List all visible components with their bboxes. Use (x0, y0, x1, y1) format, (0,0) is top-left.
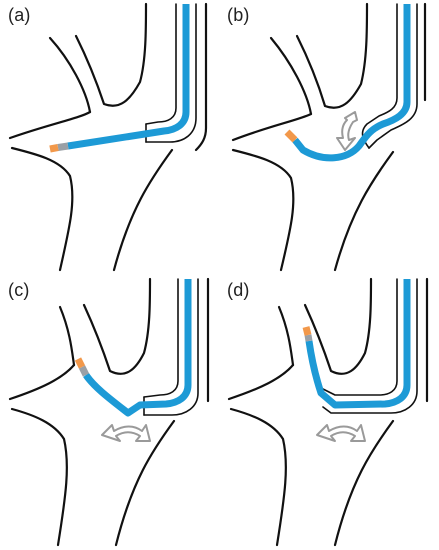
vessel-wall-left-branch-outer (269, 36, 313, 116)
vessel-wall-right-lower (114, 419, 176, 547)
sheath-outer-wall (368, 3, 418, 149)
vessel-wall-left-branch-outer (48, 36, 92, 114)
vessel-wall-lower (10, 146, 74, 272)
vessel-wall-left-branch-outer (277, 305, 295, 367)
panel-a-diagram (8, 2, 208, 272)
guide-sheath (322, 278, 418, 414)
vessel-wall-upper-left (303, 277, 373, 375)
vessel-wall-left-branch-inner (8, 110, 92, 140)
panel-label-d: (d) (227, 280, 250, 300)
panel-label-c: (c) (8, 280, 30, 300)
panel-b: (b) (219, 0, 438, 275)
panel-c: (c) (0, 275, 219, 550)
vessel-wall-upper-left (74, 2, 148, 107)
panel-d-diagram (227, 277, 429, 547)
catheter-tip-marker (302, 326, 312, 336)
panel-a: (a) (0, 0, 219, 275)
vessel-walls (231, 2, 427, 272)
vessel-wall-left-branch-inner (227, 363, 295, 401)
catheter-tip-marker (49, 144, 59, 153)
vessel-wall-lower (231, 148, 295, 272)
catheter-body (305, 279, 411, 409)
vessel-wall-left-branch-inner (8, 363, 76, 401)
catheter-tip-marker (284, 129, 298, 143)
vessel-wall-lower (10, 407, 68, 547)
catheter-body (83, 279, 192, 417)
catheter-body (292, 4, 411, 162)
sheath-inner-wall (322, 278, 398, 396)
sheath-inner-wall (145, 3, 177, 125)
catheter-tip-segment (57, 142, 69, 151)
vessel-wall-right-lower (112, 148, 174, 272)
curved-rotation-arrow-icon (101, 424, 151, 442)
catheter-tip-segment (304, 334, 313, 342)
vessel-wall-lower (229, 407, 287, 547)
catheter-tip-segment (78, 365, 90, 377)
panel-d: (d) (219, 275, 438, 550)
catheter-tip-marker (74, 357, 86, 369)
curved-rotation-arrow-icon (316, 424, 366, 442)
vessel-wall-right-long (194, 2, 208, 152)
panel-label-a: (a) (8, 5, 31, 25)
vessel-wall-upper-left (82, 277, 152, 375)
vessel-walls (8, 2, 208, 272)
vessel-wall-left-branch-outer (58, 305, 76, 367)
vessel-walls (8, 277, 210, 547)
vessel-wall-left-branch-inner (231, 112, 313, 142)
vessel-walls (227, 277, 429, 547)
vessel-wall-right-lower (333, 150, 395, 272)
vessel-wall-upper-left (295, 2, 369, 109)
vessel-wall-right-lower (333, 419, 395, 547)
sheath-outer-wall (143, 278, 199, 416)
sheath-outer-wall (322, 278, 418, 414)
panel-label-b: (b) (227, 5, 250, 25)
sheath-outer-wall (145, 3, 197, 143)
panel-c-diagram (8, 277, 210, 547)
catheter-body (67, 4, 190, 150)
panel-b-diagram (231, 2, 427, 272)
sheath-inner-wall (143, 278, 179, 398)
curved-rotation-arrow-icon (336, 111, 358, 151)
